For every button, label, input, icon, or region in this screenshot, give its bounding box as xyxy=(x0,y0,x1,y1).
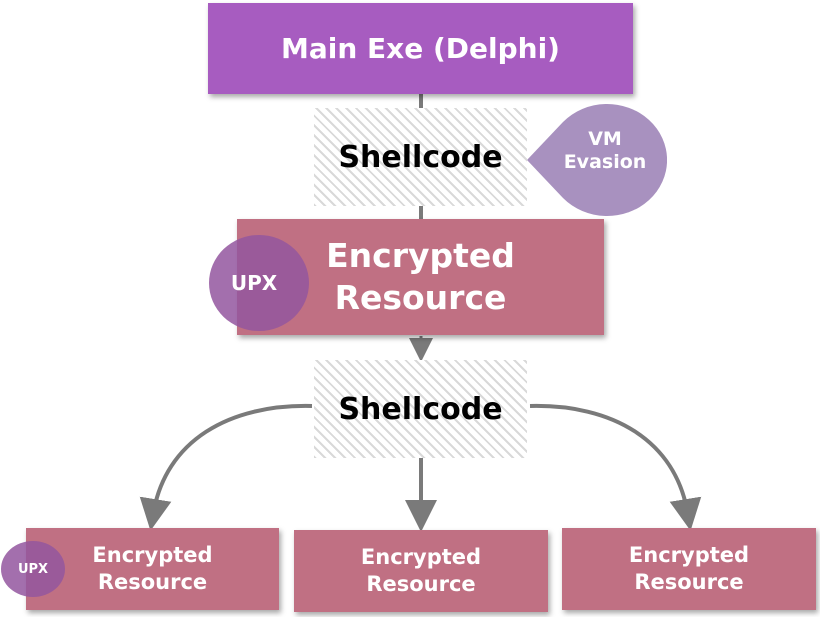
encrypted-main-line-2: Resource xyxy=(334,278,507,317)
encrypted-resource-main-node: Encrypted Resource xyxy=(237,219,604,335)
vm-evasion-bubble xyxy=(527,104,667,216)
encrypted-resource-child-1: Encrypted Resource xyxy=(26,528,279,610)
arrow-shellcode-to-left-resource xyxy=(139,403,313,531)
vm-evasion-line-1: VM xyxy=(588,128,622,150)
main-exe-node: Main Exe (Delphi) xyxy=(208,3,633,94)
encrypted-main-line-1: Encrypted xyxy=(326,236,515,275)
encrypted-resource-child-2: Encrypted Resource xyxy=(294,530,548,612)
shellcode-1-label: Shellcode xyxy=(338,139,503,175)
child-3-line-1: Encrypted xyxy=(628,543,750,567)
child-1-line-1: Encrypted xyxy=(92,543,213,567)
child-2-line-1: Encrypted xyxy=(360,545,482,569)
child-1-line-2: Resource xyxy=(97,570,208,594)
vm-evasion-shape xyxy=(527,104,667,216)
upx-main-label: UPX xyxy=(230,271,278,295)
child-3-line-2: Resource xyxy=(634,570,744,594)
main-exe-label: Main Exe (Delphi) xyxy=(281,32,560,65)
vm-evasion-label: VM Evasion xyxy=(555,128,655,174)
encrypted-resource-child-3: Encrypted Resource xyxy=(562,528,816,610)
shellcode-node-1: Shellcode xyxy=(314,108,527,206)
upx-badge-main: UPX xyxy=(209,235,309,331)
shellcode-2-label: Shellcode xyxy=(338,391,503,427)
arrow-shellcode-to-right-resource xyxy=(529,403,702,531)
vm-evasion-line-2: Evasion xyxy=(563,151,647,173)
child-2-line-2: Resource xyxy=(366,572,476,596)
shellcode-node-2: Shellcode xyxy=(314,360,527,458)
upx-child-label: UPX xyxy=(17,561,49,577)
upx-badge-child: UPX xyxy=(1,541,65,597)
